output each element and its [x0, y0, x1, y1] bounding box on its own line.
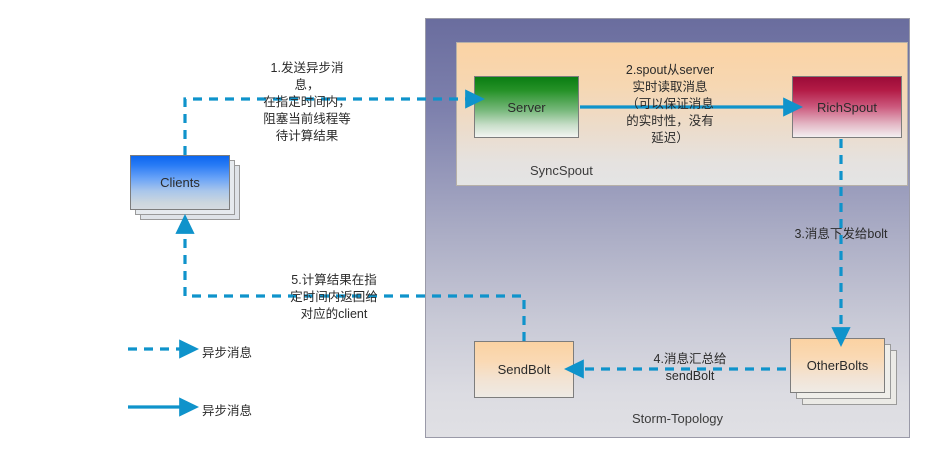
server-node[interactable]: Server	[474, 76, 579, 138]
annotation-step-5: 5.计算结果在指 定时间内返回给 对应的client	[290, 273, 378, 321]
legend-solid-label: 异步消息	[202, 404, 253, 418]
legend-dashed-label: 异步消息	[202, 346, 253, 360]
annotation-step-3: 3.消息下发给bolt	[794, 227, 888, 241]
sendbolt-node-label: SendBolt	[497, 362, 551, 377]
otherbolts-node[interactable]: OtherBolts	[790, 338, 900, 406]
syncspout-label: SyncSpout	[530, 163, 593, 178]
annotation-step-4: 4.消息汇总给 sendBolt	[653, 352, 727, 383]
richspout-node[interactable]: RichSpout	[792, 76, 902, 138]
sendbolt-node[interactable]: SendBolt	[474, 341, 574, 398]
clients-node-label: Clients	[130, 155, 230, 210]
server-node-label: Server	[507, 99, 546, 115]
annotation-step-2: 2.spout从server 实时读取消息 （可以保证消息 的实时性，没有 延迟…	[625, 63, 715, 145]
clients-node[interactable]: Clients	[130, 155, 240, 220]
annotation-step-1: 1.发送异步消 息， 在指定时间内， 阻塞当前线程等 待计算结果	[263, 61, 351, 143]
storm-topology-label: Storm-Topology	[632, 411, 724, 426]
richspout-node-label: RichSpout	[817, 99, 877, 115]
otherbolts-node-label: OtherBolts	[790, 338, 885, 393]
